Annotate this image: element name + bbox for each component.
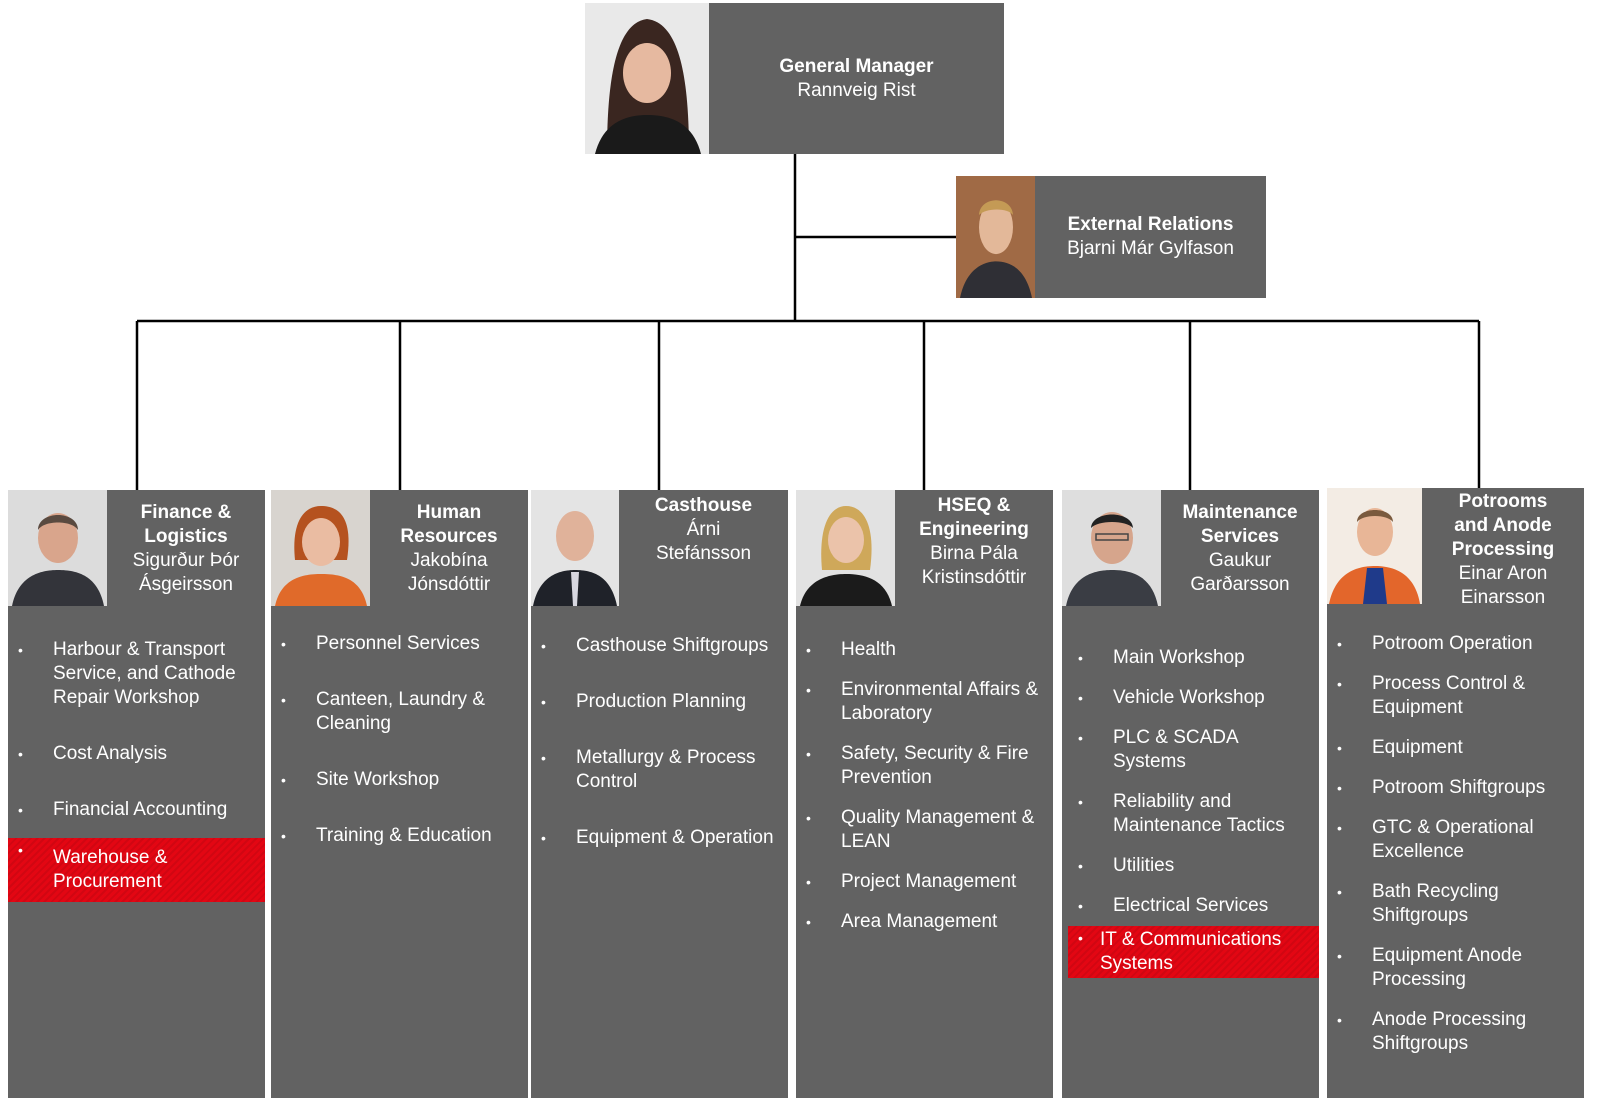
dept-maintenance-services: Maintenance Services Gaukur Garðarsson M…	[1062, 490, 1319, 1098]
hseq-item-safety: Safety, Security & Fire Prevention	[796, 742, 1053, 790]
potrooms-item-potroom-shiftgroups: Potroom Shiftgroups	[1327, 776, 1584, 800]
hr-item-training: Training & Education	[271, 824, 528, 848]
general-manager-photo	[585, 3, 709, 154]
hr-title-line-2: Resources	[400, 526, 498, 547]
hr-title-line-1: Human	[416, 502, 482, 523]
maintenance-title-line-1: Maintenance	[1182, 502, 1298, 523]
finance-name-line-1: Sigurður Þór	[132, 550, 240, 571]
finance-manager-photo	[8, 490, 107, 606]
finance-title-line-1: Finance &	[140, 502, 232, 523]
hr-name-line-2: Jónsdóttir	[407, 574, 491, 595]
potrooms-item-equipment: Equipment	[1327, 736, 1584, 760]
maintenance-item-reliability: Reliability and Maintenance Tactics	[1068, 790, 1319, 838]
finance-item-cost-analysis: Cost Analysis	[8, 742, 265, 766]
maintenance-title-line-2: Services	[1200, 526, 1280, 547]
finance-item-harbour: Harbour & Transport Service, and Cathode…	[8, 638, 265, 710]
maintenance-item-utilities: Utilities	[1068, 854, 1319, 878]
casthouse-name-line-1: Árni	[686, 519, 721, 540]
general-manager-box: General Manager Rannveig Rist	[585, 3, 1004, 154]
potrooms-item-equipment-anode: Equipment Anode Processing	[1327, 944, 1584, 992]
hseq-item-health: Health	[796, 638, 1053, 662]
finance-name-line-2: Ásgeirsson	[139, 574, 233, 595]
hseq-item-quality: Quality Management & LEAN	[796, 806, 1053, 854]
external-relations-title: External Relations	[1067, 214, 1234, 235]
casthouse-item-equipment: Equipment & Operation	[531, 826, 788, 850]
hseq-title-line-1: HSEQ &	[937, 495, 1011, 516]
hr-item-site-workshop: Site Workshop	[271, 768, 528, 792]
dept-finance-logistics: Finance & Logistics Sigurður Þór Ásgeirs…	[8, 490, 265, 1098]
casthouse-item-metallurgy: Metallurgy & Process Control	[531, 746, 788, 794]
finance-item-warehouse-highlighted: Warehouse & Procurement	[8, 838, 265, 902]
dept-potrooms-anode: Potrooms and Anode Processing Einar Aron…	[1327, 488, 1584, 1098]
hseq-name-line-1: Birna Pála	[930, 543, 1018, 564]
hr-item-personnel: Personnel Services	[271, 632, 528, 656]
maintenance-name-line-1: Gaukur	[1208, 550, 1272, 571]
hseq-item-environmental: Environmental Affairs & Laboratory	[796, 678, 1053, 726]
hseq-manager-photo	[796, 490, 895, 606]
general-manager-name: Rannveig Rist	[797, 79, 916, 101]
potrooms-manager-photo	[1327, 488, 1422, 604]
maintenance-item-plc-scada: PLC & SCADA Systems	[1068, 726, 1319, 774]
hseq-item-area-management: Area Management	[796, 910, 1053, 934]
hseq-name-line-2: Kristinsdóttir	[921, 567, 1027, 588]
casthouse-item-shiftgroups: Casthouse Shiftgroups	[531, 634, 788, 658]
potrooms-item-anode-shiftgroups: Anode Processing Shiftgroups	[1327, 1008, 1584, 1056]
potrooms-name-line-2: Einarsson	[1460, 587, 1546, 608]
maintenance-item-main-workshop: Main Workshop	[1068, 646, 1319, 670]
casthouse-item-production-planning: Production Planning	[531, 690, 788, 714]
hseq-title-line-2: Engineering	[919, 519, 1029, 540]
potrooms-title-line-2: and Anode	[1454, 515, 1552, 536]
potrooms-title-line-1: Potrooms	[1458, 491, 1548, 512]
maintenance-item-electrical: Electrical Services	[1068, 894, 1319, 918]
potrooms-item-process-control: Process Control & Equipment	[1327, 672, 1584, 720]
external-relations-name: Bjarni Már Gylfason	[1067, 238, 1234, 259]
hr-manager-photo	[271, 490, 370, 606]
potrooms-name-line-1: Einar Aron	[1458, 563, 1548, 584]
hr-item-canteen: Canteen, Laundry & Cleaning	[271, 688, 528, 736]
maintenance-manager-photo	[1062, 490, 1161, 606]
casthouse-manager-photo	[531, 490, 619, 606]
maintenance-name-line-2: Garðarsson	[1190, 574, 1290, 595]
hseq-item-project-management: Project Management	[796, 870, 1053, 894]
casthouse-title-line-1: Casthouse	[654, 495, 753, 516]
maintenance-item-vehicle-workshop: Vehicle Workshop	[1068, 686, 1319, 710]
casthouse-name-line-2: Stefánsson	[655, 543, 752, 564]
hr-name-line-1: Jakobína	[410, 550, 488, 571]
potrooms-item-bath-recycling: Bath Recycling Shiftgroups	[1327, 880, 1584, 928]
external-relations-box: External Relations Bjarni Már Gylfason	[956, 176, 1266, 298]
dept-casthouse: Casthouse Árni Stefánsson Casthouse Shif…	[531, 490, 788, 1098]
potrooms-item-gtc: GTC & Operational Excellence	[1327, 816, 1584, 864]
potrooms-title-line-3: Processing	[1451, 539, 1555, 560]
external-relations-photo	[956, 176, 1035, 298]
maintenance-item-it-highlighted: IT & Communications Systems	[1068, 926, 1319, 978]
finance-item-financial-accounting: Financial Accounting	[8, 798, 265, 822]
potrooms-item-potroom-operation: Potroom Operation	[1327, 632, 1584, 656]
finance-title-line-2: Logistics	[144, 526, 228, 547]
dept-human-resources: Human Resources Jakobína Jónsdóttir Pers…	[271, 490, 528, 1098]
general-manager-title: General Manager	[779, 55, 934, 77]
dept-hseq-engineering: HSEQ & Engineering Birna Pála Kristinsdó…	[796, 490, 1053, 1098]
